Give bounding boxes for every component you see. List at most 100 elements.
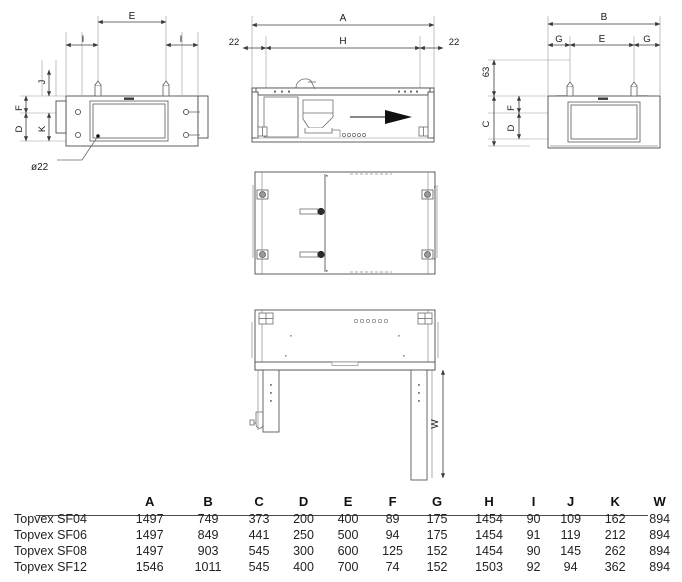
cell-D: 300 — [293, 544, 314, 558]
dimension-D-left: D — [14, 112, 29, 142]
bolt-hole — [182, 108, 190, 116]
header-H: H — [484, 494, 494, 509]
cell-C: 441 — [248, 528, 270, 542]
dimension-H: H — [265, 36, 421, 51]
header-I: I — [531, 494, 536, 509]
cell-J: 145 — [560, 544, 582, 558]
cell-A: 1497 — [135, 528, 164, 542]
cell-D: 200 — [293, 512, 314, 526]
gap-22-left: 22 — [229, 37, 267, 51]
header-F: F — [388, 494, 397, 509]
bottom-frame-view: W — [249, 309, 446, 481]
header-G: G — [432, 494, 443, 509]
dimension-label-E-left: E — [129, 11, 136, 22]
header-E: E — [343, 494, 353, 509]
dimension-W: W — [430, 369, 446, 479]
cell-W: 894 — [649, 544, 671, 558]
dimension-I-left-1: I — [65, 34, 99, 48]
dimension-label-K-left: K — [37, 125, 48, 132]
header-K: K — [610, 494, 620, 509]
cell-C: 545 — [248, 560, 270, 574]
cell-H: 1503 — [475, 560, 503, 574]
dimension-label-J-left: J — [37, 79, 48, 84]
cell-F: 89 — [385, 512, 400, 526]
cell-B: 1011 — [194, 560, 222, 574]
support-leg — [262, 369, 428, 481]
cell-W: 894 — [649, 528, 671, 542]
dimension-E-left: E — [97, 11, 167, 25]
cell-G: 175 — [426, 528, 448, 542]
dimension-F-right: F — [506, 95, 522, 114]
right-end-view: B G E G 63 C F — [481, 12, 661, 149]
cell-W: 894 — [649, 560, 671, 574]
cell-C: 545 — [248, 544, 270, 558]
dimension-J-left: J — [37, 69, 52, 97]
table-row: Topvex SF12 1546 1011 545 400 700 74 152… — [0, 559, 682, 575]
hole-diameter-callout: ø22 — [31, 134, 100, 173]
dimension-E-right: E — [569, 34, 635, 48]
cell-model: Topvex SF04 — [14, 512, 87, 526]
cell-model: Topvex SF08 — [14, 544, 87, 558]
cell-J: 109 — [560, 512, 582, 526]
dimension-label-D-right: D — [506, 124, 517, 131]
top-panel-view — [252, 171, 438, 275]
header-J: J — [567, 494, 575, 509]
dimension-C-right: C — [481, 95, 497, 147]
dimension-K-left: K — [37, 112, 52, 142]
cell-E: 600 — [337, 544, 359, 558]
gap-22-right: 22 — [419, 37, 459, 51]
hole-diameter-label: ø22 — [31, 162, 49, 173]
drain-trap — [249, 411, 264, 429]
cell-A: 1546 — [135, 560, 164, 574]
dimension-label-G-left: G — [555, 34, 562, 45]
filter-block — [263, 96, 299, 138]
cell-K: 362 — [604, 560, 626, 574]
dimension-label-I-left-1: I — [82, 34, 85, 45]
table-row: Topvex SF08 1497 903 545 300 600 125 152… — [0, 543, 682, 559]
cell-B: 903 — [197, 544, 219, 558]
cell-D: 250 — [293, 528, 314, 542]
header-B: B — [203, 494, 213, 509]
cell-I: 90 — [526, 544, 541, 558]
cell-F: 125 — [382, 544, 403, 558]
dimension-D-right: D — [506, 112, 522, 140]
dimension-label-G-right: G — [643, 34, 650, 45]
cell-W: 894 — [649, 512, 671, 526]
cell-E: 500 — [337, 528, 359, 542]
table-header-row: A B C D E F G H I J K W — [0, 493, 682, 511]
cell-G: 175 — [426, 512, 448, 526]
dimension-label-B: B — [601, 12, 608, 23]
cell-B: 749 — [197, 512, 219, 526]
cell-J: 94 — [563, 560, 578, 574]
dimension-label-D-left: D — [14, 125, 25, 132]
table-row: Topvex SF06 1497 849 441 250 500 94 175 … — [0, 527, 682, 543]
dimension-label-C-right: C — [481, 120, 492, 127]
cell-K: 212 — [604, 528, 626, 542]
handle-detail — [295, 78, 316, 90]
cell-K: 262 — [604, 544, 626, 558]
dimensions-table: A B C D E F G H I J K W Topvex SF04 1497… — [0, 493, 682, 575]
left-end-view: E I I F D J K — [14, 11, 209, 173]
table-header-rule — [36, 515, 648, 516]
cell-F: 94 — [385, 528, 400, 542]
dimension-G-right: G — [633, 34, 661, 48]
cell-G: 152 — [426, 560, 448, 574]
dimension-label-E-right: E — [599, 34, 606, 45]
dimension-label-I-left-2: I — [180, 34, 183, 45]
cell-I: 91 — [526, 528, 541, 542]
dimension-I-left-2: I — [165, 34, 199, 48]
dimension-label-H: H — [339, 36, 346, 47]
cell-I: 92 — [526, 560, 541, 574]
dimension-F-left: F — [14, 95, 29, 114]
cell-J: 119 — [560, 528, 581, 542]
cell-H: 1454 — [475, 528, 503, 542]
bolt-hole — [74, 131, 82, 139]
bolt-hole — [74, 108, 82, 116]
cell-C: 373 — [248, 512, 270, 526]
cell-E: 400 — [337, 512, 359, 526]
dimension-A: A — [251, 13, 435, 28]
cell-A: 1497 — [135, 512, 164, 526]
gap-22-left-label: 22 — [229, 37, 240, 48]
dimension-B: B — [547, 12, 661, 27]
